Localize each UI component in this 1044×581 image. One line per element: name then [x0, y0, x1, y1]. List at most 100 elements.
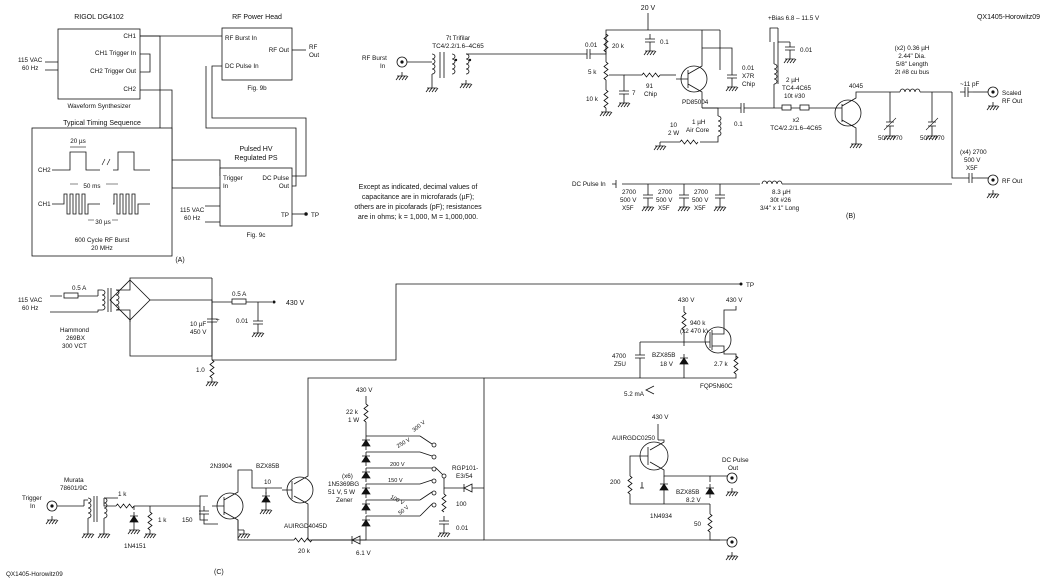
panel-c: 115 VAC 60 Hz 0.5 A Hammond 269BX 300 VC…: [6, 277, 754, 578]
l83-3: 3/4" x 1" Long: [760, 205, 800, 212]
mains-c-2: 60 Hz: [22, 305, 38, 312]
scaled-rf-out-connector: [987, 86, 999, 98]
c10uf-1: 10 µF: [190, 321, 206, 328]
figure-id-bottom: QX1405-Horowitz09: [6, 571, 63, 578]
timing-20us: 20 µs: [70, 138, 86, 145]
trim-2: 50 – 770: [920, 135, 945, 142]
note-line-4: are in ohms; k = 1,000, M = 1,000,000.: [358, 214, 478, 221]
c0.01-b: 0.01: [800, 47, 813, 54]
r100: 100: [456, 501, 467, 508]
c4700-1: 4700: [612, 353, 627, 360]
cap-b2-3: X5F: [658, 205, 670, 212]
coil-2: 2.44" Dia.: [898, 53, 926, 60]
l1u-2: Air Core: [686, 127, 710, 134]
cap-b1-2: 500 V: [620, 197, 637, 204]
mains-a-2: 60 Hz: [22, 65, 38, 72]
rf-out-a-1: RF: [309, 44, 318, 51]
cap-b3-2: 500 V: [692, 197, 709, 204]
cap-b2-1: 2700: [658, 189, 673, 196]
q4045-label: 4045: [849, 83, 864, 90]
r10-c: 10: [264, 479, 272, 486]
timing-title: Typical Timing Sequence: [63, 120, 141, 127]
x4-3: X5F: [966, 165, 978, 172]
c0.1-b: 0.1: [734, 121, 743, 128]
r2.7k: 2.7 k: [714, 361, 729, 368]
rf-power-head-box: [221, 27, 293, 81]
v430-e: 430 V: [652, 414, 669, 421]
panel-c-label: (C): [214, 569, 224, 576]
x4-1: (x4) 2700: [960, 149, 987, 156]
zener-1: (x6): [342, 473, 353, 480]
synth-ch1-trigger: CH1 Trigger In: [95, 50, 136, 57]
timing-box: [31, 127, 173, 257]
dcp-out-2: Out: [728, 465, 738, 472]
c-11pf: ~11 pF: [960, 81, 979, 88]
rf-out-a-2: Out: [309, 52, 319, 59]
synth-ch2: CH2: [123, 86, 136, 93]
synth-ch1: CH1: [123, 33, 136, 40]
igbt-label: AUIRGD4045D: [284, 523, 327, 530]
rf-burst-in-connector: [396, 56, 408, 68]
i-5.2ma: 5.2 mA: [624, 391, 645, 398]
trim-1: 50 – 770: [878, 135, 903, 142]
x2-ferrite-2: TC4/2.2/1.6–4C65: [770, 125, 822, 132]
auirgdc0250-label: AUIRGDC0250: [612, 435, 656, 442]
zener-4: Zener: [336, 497, 352, 504]
dcp-out-1: DC Pulse: [722, 457, 749, 464]
r10-2w-2: 2 W: [668, 130, 679, 137]
cap-b3-1: 2700: [694, 189, 709, 196]
hv-ps-in: In: [223, 183, 229, 190]
panel-b: QX1405-Horowitz09 RF Burst In 7t Trifila…: [362, 5, 1040, 220]
r50: 50: [694, 521, 702, 528]
r1k-a: 1 k: [118, 491, 127, 498]
rf-head-rf-out: RF Out: [269, 47, 290, 54]
pd85004-label: PD85004: [682, 99, 709, 106]
d1n4934: 1N4934: [650, 513, 673, 520]
rf-burst-in-1: RF Burst: [362, 55, 387, 62]
svg-text:+: +: [216, 317, 220, 324]
trifilar-2: TC4/2.2/1.6–4C65: [432, 43, 484, 50]
mains-a-1: 115 VAC: [18, 57, 43, 64]
bzx18-2: 18 V: [660, 361, 674, 368]
bzx82-1: BZX85B: [676, 489, 699, 496]
dc-pulse-in-b: DC Pulse In: [572, 181, 606, 188]
trigger-in-1: Trigger: [22, 495, 42, 502]
trifilar-primary: [431, 53, 436, 75]
r10-2w-1: 10: [670, 122, 678, 129]
l83-2: 30t #26: [770, 197, 792, 204]
waveform-synth-box: [57, 28, 141, 100]
hv-ps-dc-pulse: DC Pulse: [262, 175, 289, 182]
c0.01-x7r-3: Chip: [742, 81, 755, 88]
rf-burst-in-2: In: [380, 63, 386, 70]
rf-head-burst-in: RF Burst In: [225, 35, 257, 42]
bzx85b-c: BZX85B: [256, 463, 279, 470]
r1.0: 1.0: [196, 367, 205, 374]
c7: 7: [632, 90, 636, 97]
value-note: Except as indicated, decimal values of c…: [354, 184, 482, 221]
scaled-1: Scaled: [1002, 90, 1022, 97]
bzx18-1: BZX85B: [652, 352, 675, 359]
r91: 91: [646, 83, 654, 90]
dc-pulse-out-connector: [726, 472, 738, 484]
sw-50v: 50 V: [398, 505, 411, 517]
coil-4: 2t #8 cu bus: [895, 69, 929, 76]
x2-ferrite-1: x2: [793, 117, 800, 124]
zener-2: 1N5369BG: [328, 481, 359, 488]
timing-ch1: CH1: [38, 201, 51, 208]
murata-2: 78601/9C: [60, 485, 88, 492]
fuse-2: 0.5 A: [232, 291, 247, 298]
hammond-3: 300 VCT: [62, 343, 87, 350]
v430-c: 430 V: [726, 297, 743, 304]
cap-b3-3: X5F: [694, 205, 706, 212]
pulsed-hv-ps-box: [219, 167, 293, 227]
r1k-b: 1 k: [158, 517, 167, 524]
panel-a-label: (A): [175, 257, 184, 264]
c4700-2: Z5U: [614, 361, 626, 368]
hv-ps-out: Out: [279, 183, 289, 190]
r10k: 10 k: [586, 96, 599, 103]
bias-label: +Bias 6.8 – 11.5 V: [768, 15, 820, 22]
c-0.01-a: 0.01: [585, 42, 598, 49]
l2u-3: 10t #30: [784, 93, 806, 100]
d1n4151: 1N4151: [124, 543, 147, 550]
